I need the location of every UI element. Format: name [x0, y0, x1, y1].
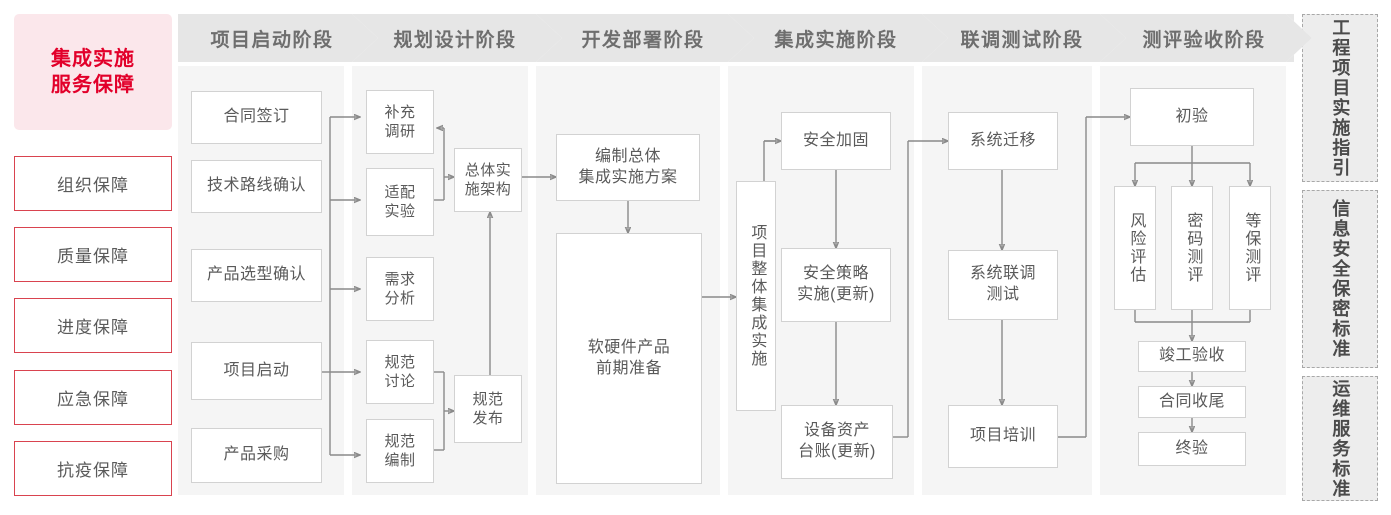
node-system-joint-debug-test[interactable]: 系统联调测试	[948, 250, 1058, 320]
node-overall-impl-architecture[interactable]: 总体实施架构	[454, 148, 522, 212]
node-label: 系统联调测试	[969, 265, 1036, 303]
rail-item-label: 组织保障	[57, 176, 129, 195]
rail-item-label: 抗疫保障	[57, 461, 129, 480]
standard-label: 信息安全保密标准	[1330, 199, 1351, 359]
node-label: 补充调研	[384, 103, 416, 141]
node-requirements-analysis[interactable]: 需求分析	[366, 257, 434, 321]
node-equipment-asset-ledger[interactable]: 设备资产台账(更新)	[781, 405, 893, 479]
rail-header-label: 集成实施服务保障	[51, 47, 135, 96]
node-label: 项目培训	[969, 427, 1036, 445]
node-label: 竣工验收	[1158, 347, 1225, 365]
node-project-training[interactable]: 项目培训	[948, 405, 1058, 468]
node-label: 技术路线确认	[206, 177, 306, 195]
node-label: 等保测评	[1242, 212, 1260, 284]
node-label: 密码测评	[1184, 212, 1202, 284]
node-draft-overall-integration-plan[interactable]: 编制总体集成实施方案	[556, 134, 700, 201]
rail-item-1[interactable]: 质量保障	[14, 227, 172, 282]
standard-label: 工程项目实施指引	[1330, 18, 1351, 178]
phase-header-startup: 项目启动阶段	[178, 14, 360, 62]
node-security-policy-impl[interactable]: 安全策略实施(更新)	[781, 248, 891, 322]
phase-title: 集成实施阶段	[774, 29, 898, 51]
node-label: 终验	[1175, 439, 1209, 457]
node-risk-assessment[interactable]: 风险评估	[1114, 186, 1156, 310]
phase-header-joint-test: 联调测试阶段	[930, 14, 1108, 62]
node-label: 软硬件产品前期准备	[587, 338, 671, 377]
rail-item-label: 应急保障	[57, 390, 129, 409]
node-label: 合同收尾	[1158, 392, 1225, 410]
node-contract-signing[interactable]: 合同签订	[191, 91, 322, 144]
node-label: 需求分析	[384, 270, 416, 308]
phase-header-acceptance: 测评验收阶段	[1108, 14, 1294, 62]
node-label: 初验	[1175, 107, 1209, 125]
phase-title: 规划设计阶段	[393, 29, 517, 51]
rail-item-label: 质量保障	[57, 247, 129, 266]
rail-item-0[interactable]: 组织保障	[14, 156, 172, 211]
phase-title: 联调测试阶段	[960, 29, 1084, 51]
node-tech-route-confirm[interactable]: 技术路线确认	[191, 160, 322, 213]
node-final-acceptance[interactable]: 终验	[1138, 432, 1246, 466]
node-label: 风险评估	[1127, 212, 1145, 284]
node-label: 规范讨论	[384, 353, 416, 391]
node-completion-acceptance[interactable]: 竣工验收	[1138, 341, 1246, 372]
node-system-migration[interactable]: 系统迁移	[948, 112, 1058, 170]
node-preliminary-acceptance[interactable]: 初验	[1130, 88, 1254, 146]
node-label: 系统迁移	[969, 131, 1036, 149]
node-cryptography-evaluation[interactable]: 密码测评	[1171, 186, 1213, 310]
node-spec-drafting[interactable]: 规范编制	[366, 419, 434, 483]
rail-item-label: 进度保障	[57, 318, 129, 337]
node-label: 总体实施架构	[464, 161, 512, 199]
node-label: 编制总体集成实施方案	[578, 147, 678, 186]
standard-box-om-service[interactable]: 运维服务标准	[1302, 376, 1378, 501]
node-product-selection-confirm[interactable]: 产品选型确认	[191, 249, 322, 302]
node-supplementary-research[interactable]: 补充调研	[366, 90, 434, 154]
phase-header-development: 开发部署阶段	[544, 14, 736, 62]
phase-title: 测评验收阶段	[1142, 29, 1266, 51]
phase-header-planning: 规划设计阶段	[360, 14, 544, 62]
standard-box-engineering-guide[interactable]: 工程项目实施指引	[1302, 14, 1378, 182]
standard-label: 运维服务标准	[1330, 378, 1351, 499]
node-spec-release[interactable]: 规范发布	[454, 375, 522, 443]
node-adaptation-experiment[interactable]: 适配实验	[366, 168, 434, 236]
node-hw-sw-preparation[interactable]: 软硬件产品前期准备	[556, 233, 702, 484]
node-contract-closeout[interactable]: 合同收尾	[1138, 386, 1246, 418]
rail-header: 集成实施服务保障	[14, 14, 172, 130]
rail-item-3[interactable]: 应急保障	[14, 370, 172, 425]
node-security-hardening[interactable]: 安全加固	[781, 112, 891, 170]
node-label: 产品采购	[223, 446, 290, 464]
rail-item-4[interactable]: 抗疫保障	[14, 441, 172, 496]
node-label: 设备资产台账(更新)	[798, 422, 876, 460]
node-label: 规范编制	[384, 432, 416, 470]
node-label: 规范发布	[472, 390, 504, 428]
node-label: 适配实验	[384, 183, 416, 221]
node-spec-discussion[interactable]: 规范讨论	[366, 340, 434, 404]
phase-title: 开发部署阶段	[581, 29, 705, 51]
node-label: 项目整体集成实施	[748, 224, 766, 368]
node-label: 产品选型确认	[206, 266, 306, 284]
node-label: 安全策略实施(更新)	[797, 265, 875, 303]
rail-item-2[interactable]: 进度保障	[14, 298, 172, 353]
node-project-kickoff[interactable]: 项目启动	[191, 342, 322, 400]
node-label: 合同签订	[223, 108, 290, 126]
phase-header-integration: 集成实施阶段	[736, 14, 930, 62]
node-mlps-evaluation[interactable]: 等保测评	[1229, 186, 1271, 310]
phase-title: 项目启动阶段	[210, 29, 334, 51]
node-label: 安全加固	[802, 131, 869, 149]
node-label: 项目启动	[223, 361, 290, 379]
standard-box-infosec[interactable]: 信息安全保密标准	[1302, 190, 1378, 368]
node-product-procurement[interactable]: 产品采购	[191, 428, 322, 483]
node-overall-project-integration[interactable]: 项目整体集成实施	[736, 181, 776, 411]
